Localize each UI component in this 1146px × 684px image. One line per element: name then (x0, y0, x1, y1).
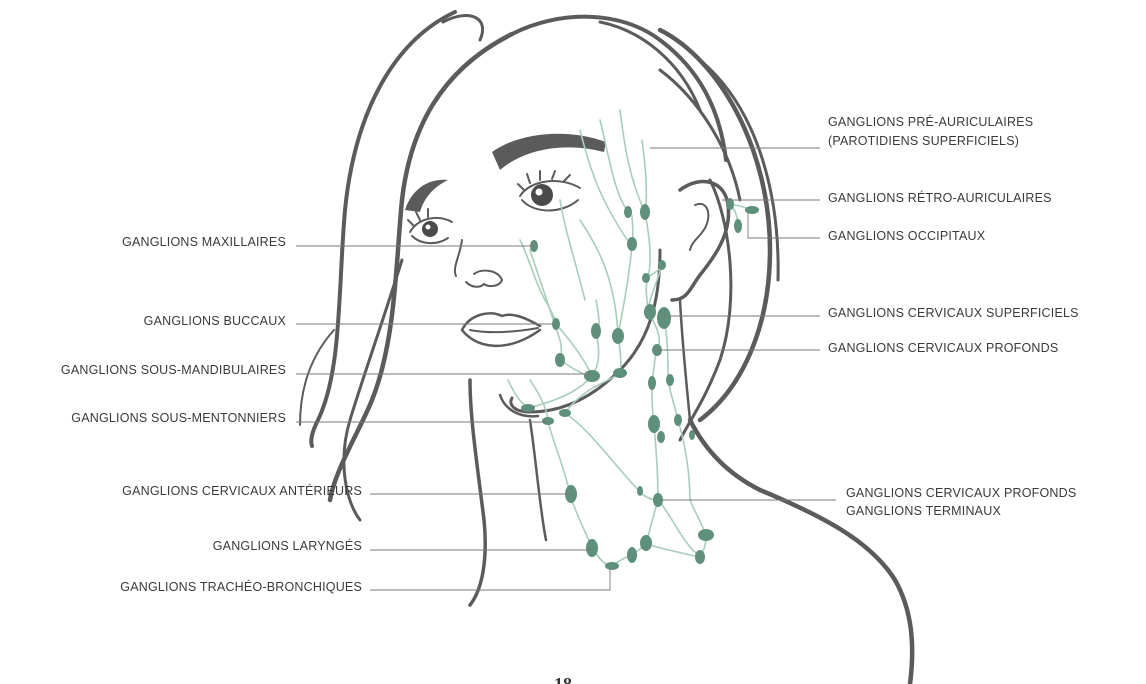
label-buccaux: GANGLIONS BUCCAUX (144, 314, 287, 328)
node-supraclavicular-2 (695, 550, 705, 564)
node-pre-auricular (640, 204, 650, 220)
label-sous-mentonniers: GANGLIONS SOUS-MENTONNIERS (71, 411, 286, 425)
node-tracheal-2 (627, 547, 637, 563)
node-laryngeal (586, 539, 598, 557)
node-deep-cervical-7 (657, 431, 665, 443)
node-tracheal-3 (640, 535, 652, 551)
label-cervicaux-anterieurs: GANGLIONS CERVICAUX ANTÉRIEURS (122, 483, 362, 498)
label-pre-auriculaires: GANGLIONS PRÉ-AURICULAIRES (828, 114, 1033, 129)
node-submandibular (555, 353, 565, 367)
node-anterior-cervical-2 (637, 486, 643, 496)
label-cervicaux-profonds-terminaux-1: GANGLIONS CERVICAUX PROFONDS (846, 486, 1076, 500)
label-cervicaux-profonds: GANGLIONS CERVICAUX PROFONDS (828, 341, 1058, 355)
node-superficial-cervical (644, 304, 656, 320)
label-occipitaux: GANGLIONS OCCIPITAUX (828, 229, 986, 243)
label-sous-mandibulaires: GANGLIONS SOUS-MANDIBULAIRES (61, 363, 286, 377)
eyebrow-right (492, 134, 606, 170)
node-buccal-2 (591, 323, 601, 339)
label-maxillaires: GANGLIONS MAXILLAIRES (122, 235, 286, 249)
node-upper-cervical-2 (642, 273, 650, 283)
page-number: 18 (554, 674, 572, 684)
label-cervicaux-profonds-terminaux-2: GANGLIONS TERMINAUX (846, 504, 1001, 518)
node-submandibular-2 (584, 370, 600, 382)
label-cervicaux-superficiels: GANGLIONS CERVICAUX SUPERFICIELS (828, 306, 1079, 320)
node-deep-cervical-5 (674, 414, 682, 426)
node-deep-cervical-4 (648, 415, 660, 433)
node-parotid (624, 206, 632, 218)
node-submental-2 (542, 417, 554, 425)
node-deep-cervical-6 (689, 430, 695, 440)
node-deep-cervical-2 (648, 376, 656, 390)
lymph-nodes (521, 198, 759, 570)
label-parotidiens-superficiels: (PAROTIDIENS SUPERFICIELS) (828, 134, 1019, 148)
node-occipital (734, 219, 742, 233)
leader-lines (296, 148, 836, 590)
facial-features (405, 134, 606, 346)
node-upper-cervical (658, 260, 666, 270)
node-buccal-3 (612, 328, 624, 344)
labels: GANGLIONS PRÉ-AURICULAIRES (PAROTIDIENS … (61, 114, 1079, 594)
node-tracheo-bronchial (605, 562, 619, 570)
node-submental (521, 404, 535, 412)
hair-outline (300, 12, 912, 684)
leader-occipitaux (748, 212, 820, 238)
label-retro-auriculaires: GANGLIONS RÉTRO-AURICULAIRES (828, 190, 1052, 205)
leader-tracheo-bronchiques (370, 568, 610, 590)
node-parotid-lower (627, 237, 637, 251)
face-outline (500, 182, 729, 540)
node-supraclavicular (698, 529, 714, 541)
label-larynges: GANGLIONS LARYNGÉS (213, 538, 362, 553)
node-submandibular-3 (613, 368, 627, 378)
node-superficial-cervical-2 (657, 307, 671, 329)
node-deep-cervical-3 (666, 374, 674, 386)
node-submental-3 (559, 409, 571, 417)
node-retro-auricular-2 (745, 206, 759, 214)
lymph-vessels (508, 110, 752, 566)
label-tracheo-bronchiques: GANGLIONS TRACHÉO-BRONCHIQUES (120, 579, 362, 594)
